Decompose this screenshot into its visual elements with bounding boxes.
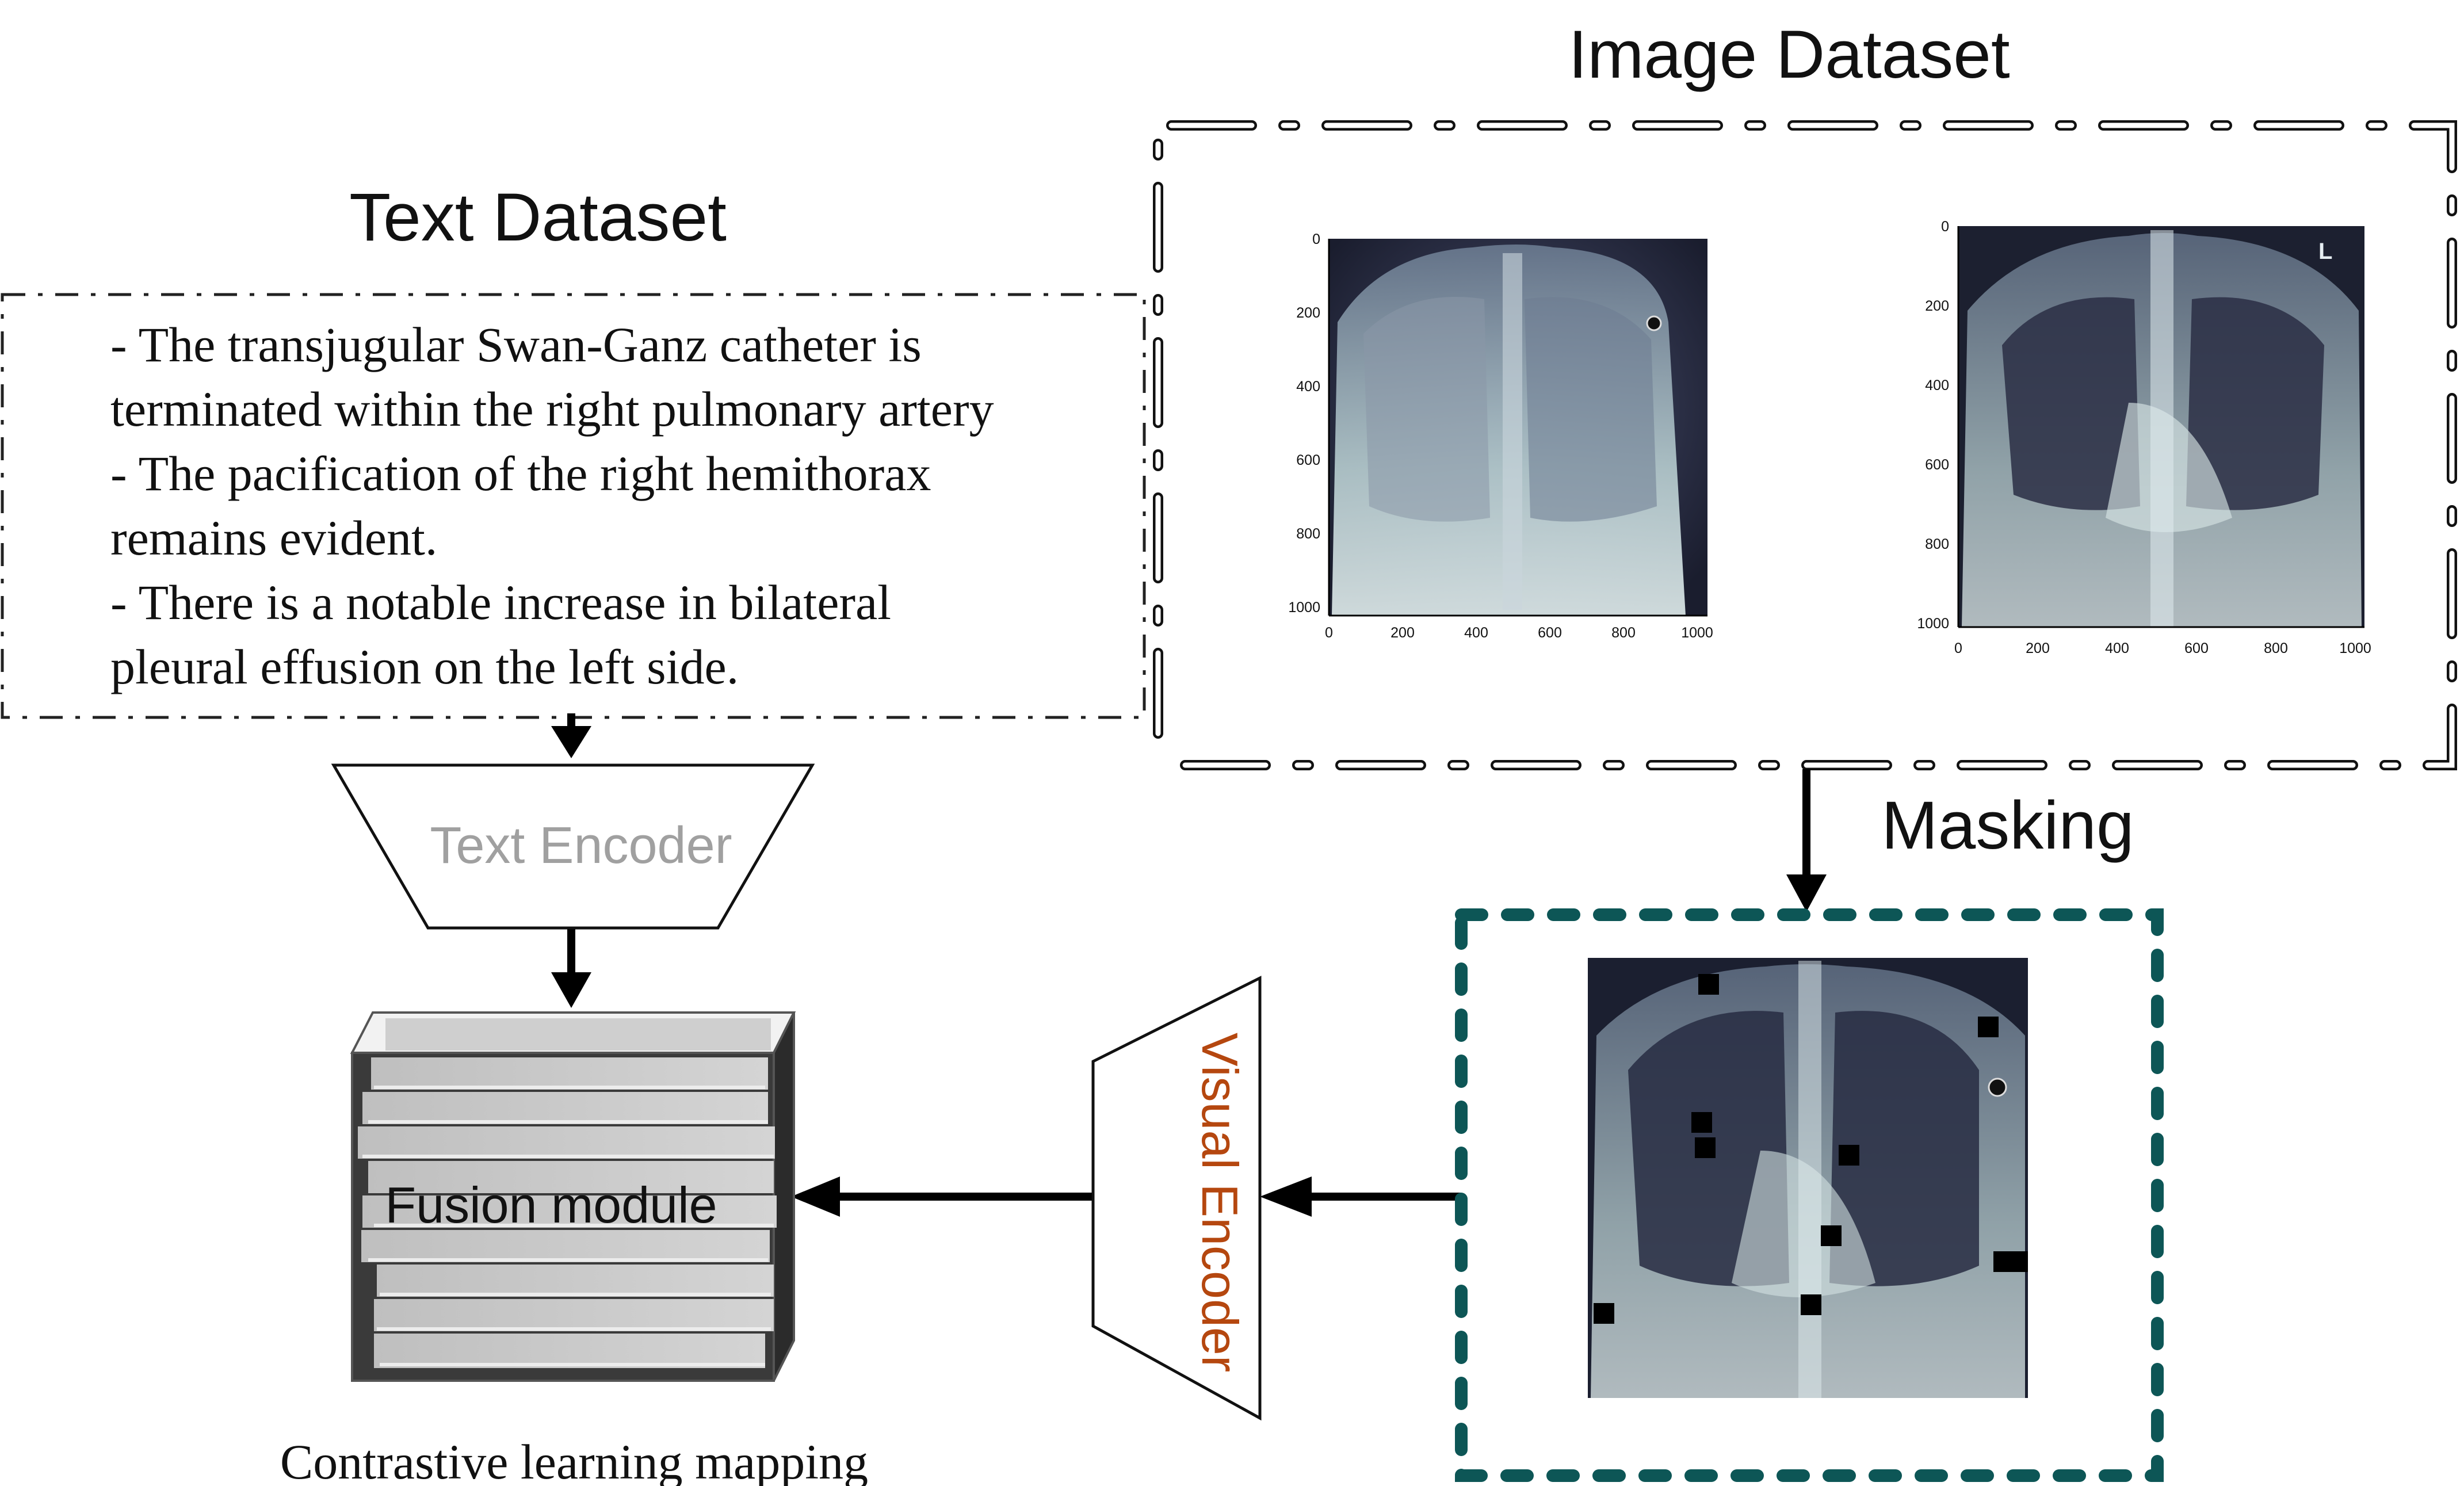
cube-layer: [361, 1230, 770, 1262]
cube-layer: [374, 1334, 765, 1368]
report-line: - There is a notable increase in bilater…: [110, 575, 891, 630]
mask-patch: [1698, 974, 1719, 995]
mask-patch: [1801, 1294, 1821, 1315]
y-tick-label: 200: [1925, 298, 1949, 314]
arrow-dataset-to-masking: [1786, 769, 1827, 912]
cube-layer: [374, 1299, 774, 1331]
marker-l-icon: L: [2318, 239, 2332, 264]
mask-patch: [1993, 1251, 2028, 1272]
xray-sample-1: 0 200 400 600 800 1000 0 200 400 600 800…: [1288, 231, 1713, 641]
image-dataset-title: Image Dataset: [1568, 17, 2010, 93]
y-tick-label: 1000: [1288, 599, 1320, 616]
y-tick-label: 600: [1296, 452, 1320, 468]
spine: [2150, 230, 2173, 627]
mask-patch: [1821, 1225, 1842, 1246]
fusion-module-label: Fusion module: [385, 1176, 717, 1233]
cube-layer: [362, 1092, 768, 1124]
x-tick-label: 400: [1464, 625, 1488, 641]
x-tick-label: 200: [1390, 625, 1415, 641]
report-line: terminated within the right pulmonary ar…: [110, 381, 994, 437]
left-lung-field: [2002, 297, 2140, 510]
arrow-text-to-encoder: [551, 713, 591, 758]
spine: [1503, 253, 1522, 610]
mask-patch: [1594, 1303, 1614, 1324]
xray-sample-2: L 0 200 400 600 800 1000 0 200 400 600 8…: [1917, 219, 2371, 656]
arrows: [551, 713, 1827, 1217]
y-tick-label: 400: [1925, 377, 1949, 394]
right-lung-field: [1829, 1011, 1979, 1286]
y-tick-label: 400: [1296, 379, 1320, 395]
cube-layer: [385, 1018, 771, 1050]
x-tick-label: 800: [2264, 640, 2288, 656]
cube-layers: [358, 1018, 777, 1368]
marker-l-icon: [1988, 1078, 2007, 1097]
mask-patch: [1978, 1017, 1999, 1037]
x-tick-label: 1000: [1681, 625, 1713, 641]
y-tick-label: 1000: [1917, 616, 1949, 632]
visual-encoder-label: Visual Encoder: [1191, 1033, 1248, 1372]
y-tick-label: 800: [1925, 536, 1949, 552]
left-lung-field: [1363, 297, 1490, 522]
y-tick-label: 600: [1925, 457, 1949, 473]
x-tick-label: 400: [2105, 640, 2129, 656]
cube-layer: [377, 1265, 774, 1297]
masked-xray: [1588, 958, 2028, 1398]
mask-patches: [1594, 974, 2028, 1324]
report-line: remains evident.: [110, 510, 437, 566]
layer-highlights: [362, 1086, 774, 1366]
y-tick-label: 0: [1941, 219, 1949, 235]
mask-patch: [1691, 1112, 1712, 1133]
arrow-encoder-to-fusion: [551, 926, 591, 1008]
text-encoder-label: Text Encoder: [430, 817, 732, 874]
x-tick-label: 1000: [2339, 640, 2371, 656]
arrow-mask-to-visual-encoder: [1260, 1176, 1461, 1217]
report-line: - The pacification of the right hemithor…: [110, 446, 931, 501]
y-tick-label: 800: [1296, 526, 1320, 542]
x-tick-label: 0: [1325, 625, 1333, 641]
x-tick-label: 600: [1538, 625, 1562, 641]
arrow-visual-encoder-to-fusion: [791, 1176, 1096, 1217]
mask-patch: [1695, 1137, 1716, 1158]
masking-title: Masking: [1881, 788, 2134, 864]
y-tick-label: 200: [1296, 305, 1320, 321]
right-lung-field: [2186, 297, 2324, 510]
y-tick-labels: 0 200 400 600 800 1000: [1917, 219, 1949, 632]
cube-side-face: [773, 1012, 795, 1381]
fusion-module: Fusion module: [350, 1011, 796, 1382]
cube-layer: [362, 1195, 777, 1228]
spine: [1798, 961, 1821, 1398]
x-tick-label: 800: [1611, 625, 1636, 641]
fusion-caption: Contrastive learning mapping: [280, 1434, 868, 1486]
x-tick-labels: 0 200 400 600 800 1000: [1325, 625, 1713, 641]
report-line: pleural effusion on the left side.: [110, 639, 739, 694]
report-text: - The transjugular Swan-Ganz catheter is…: [110, 317, 994, 694]
masking-frame: [1455, 908, 2164, 1482]
x-tick-label: 200: [2026, 640, 2050, 656]
x-tick-label: 600: [2184, 640, 2209, 656]
report-line: - The transjugular Swan-Ganz catheter is: [110, 317, 922, 372]
x-tick-label: 0: [1954, 640, 1962, 656]
x-tick-labels: 0 200 400 600 800 1000: [1954, 640, 2371, 656]
cube-layer: [358, 1126, 775, 1159]
mask-patch: [1839, 1145, 1859, 1166]
image-dataset-frame: [1153, 120, 2457, 770]
visual-encoder-block: [1091, 975, 1262, 1421]
text-dataset-title: Text Dataset: [349, 179, 727, 255]
cube-layer: [368, 1161, 774, 1193]
right-lung-field: [1525, 297, 1657, 522]
y-tick-label: 0: [1312, 231, 1320, 247]
text-encoder-block: [331, 763, 815, 930]
cube-layer: [371, 1057, 768, 1090]
marker-l-icon: [1646, 315, 1662, 331]
y-tick-labels: 0 200 400 600 800 1000: [1288, 231, 1320, 616]
